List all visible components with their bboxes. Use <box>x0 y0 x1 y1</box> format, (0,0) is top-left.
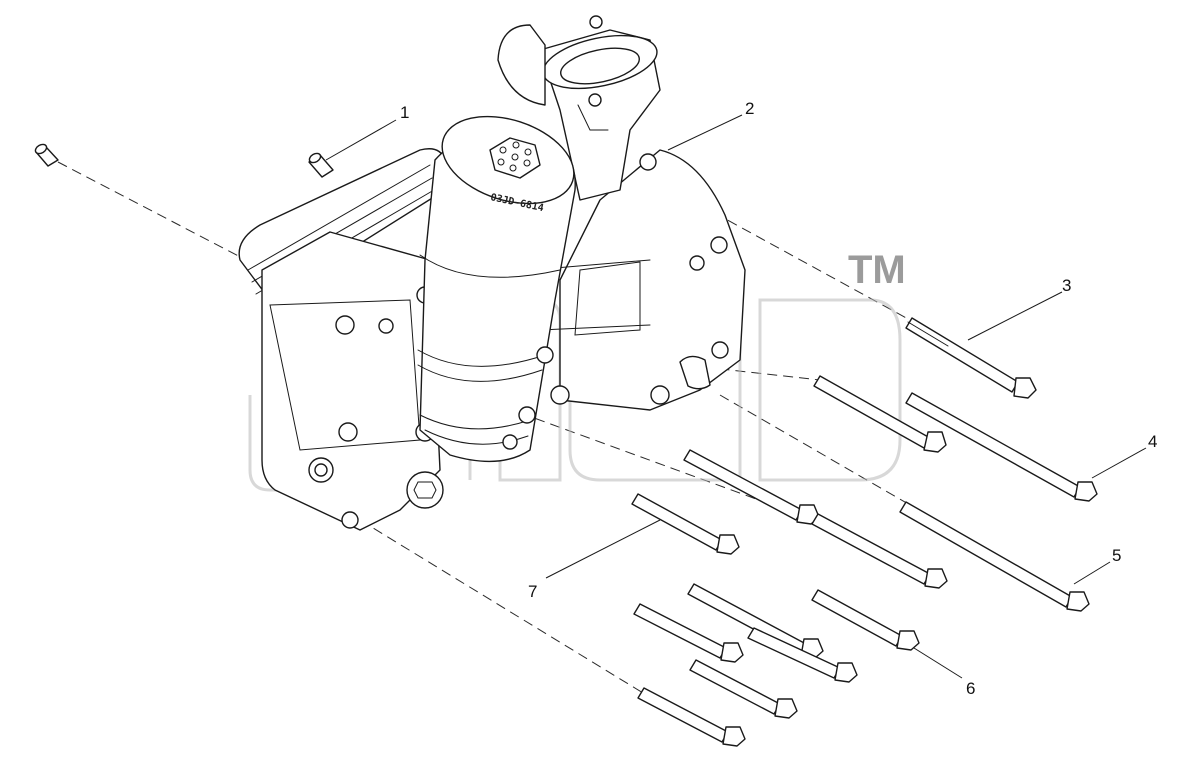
bolt-3 <box>905 317 1037 399</box>
bolt-7 <box>631 493 740 555</box>
callout-7: 7 <box>528 582 537 601</box>
dowel-pin-1 <box>308 152 334 178</box>
oil-filter-housing-assembly: 03JD-6814 <box>238 15 746 531</box>
callout-5: 5 <box>1112 546 1121 565</box>
bolt-5 <box>899 501 1090 612</box>
bolt-lower-e <box>637 687 746 747</box>
bolt-lower-c <box>633 603 744 663</box>
bolt-middle-b <box>811 513 948 589</box>
leader-lines <box>325 114 1147 679</box>
watermark-trademark: TM <box>848 248 906 292</box>
bolt-lower-b <box>747 627 858 683</box>
bolt-3b <box>813 375 947 453</box>
bolt-lower-d <box>689 659 798 719</box>
bolt-4 <box>905 392 1098 502</box>
bolt-middle-a <box>683 449 820 525</box>
callout-6: 6 <box>966 679 975 698</box>
callout-4: 4 <box>1148 432 1157 451</box>
callout-3: 3 <box>1062 276 1071 295</box>
dowel-pin-left <box>34 143 59 167</box>
callout-2: 2 <box>745 99 754 118</box>
bolt-6 <box>811 589 920 651</box>
callouts: 1 2 3 4 5 6 7 <box>400 99 1157 698</box>
callout-1: 1 <box>400 103 409 122</box>
